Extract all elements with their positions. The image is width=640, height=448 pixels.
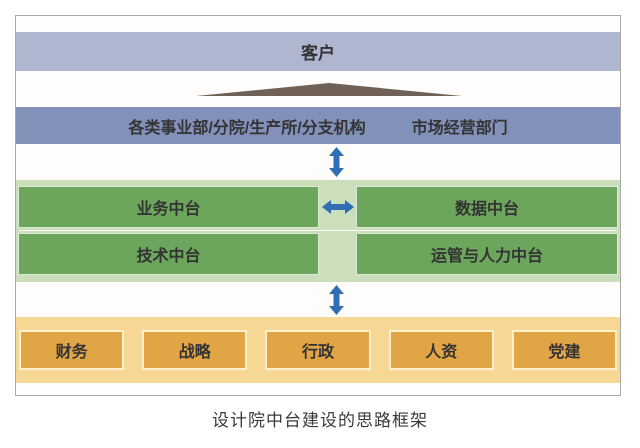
tech-platform-box: 技术中台	[19, 234, 318, 274]
vertical-double-arrow-icon	[328, 147, 344, 177]
top-white-band	[16, 16, 620, 32]
wide-triangle-icon	[196, 82, 462, 96]
admin-label: 行政	[302, 344, 335, 361]
business-platform-box: 业务中台	[19, 187, 318, 227]
vertical-double-arrow-icon	[328, 284, 344, 315]
platform-center-gap-2	[318, 234, 357, 274]
horizontal-double-arrow-icon	[321, 200, 354, 214]
business-platform-label: 业务中台	[136, 201, 201, 218]
strategy-box: 战略	[142, 330, 248, 370]
diagram-frame: 客户 各类事业部/分院/生产所/分支机构 市场经营部门 业务中台	[15, 15, 621, 396]
hr-label: 人资	[425, 344, 458, 361]
party-building-label: 党建	[548, 344, 581, 361]
customer-label: 客户	[301, 44, 335, 63]
platform-row-1: 业务中台 数据中台	[19, 187, 617, 227]
funnel-gap	[16, 71, 620, 107]
departments-bar: 各类事业部/分院/生产所/分支机构 市场经营部门	[16, 107, 620, 144]
admin-box: 行政	[265, 330, 371, 370]
platform-center-gap	[318, 187, 357, 227]
hr-box: 人资	[388, 330, 494, 370]
departments-left-label: 各类事业部/分院/生产所/分支机构	[128, 119, 366, 137]
connector-gap-top	[16, 144, 620, 180]
finance-label: 财务	[55, 344, 88, 361]
strategy-label: 战略	[178, 344, 211, 361]
diagram-caption: 设计院中台建设的思路框架	[212, 411, 428, 430]
connector-gap-bottom	[16, 282, 620, 317]
data-platform-label: 数据中台	[454, 201, 519, 218]
ops-hr-platform-box: 运管与人力中台	[357, 234, 617, 274]
data-platform-box: 数据中台	[357, 187, 617, 227]
finance-box: 财务	[19, 330, 125, 370]
support-panel: 财务 战略 行政 人资 党建	[16, 317, 620, 383]
tech-platform-label: 技术中台	[136, 248, 201, 265]
platform-panel: 业务中台 数据中台 技术中台 运管与人力中台	[16, 180, 620, 282]
party-building-box: 党建	[511, 330, 618, 370]
departments-right-label: 市场经营部门	[411, 119, 508, 137]
ops-hr-platform-label: 运管与人力中台	[430, 248, 543, 265]
customer-bar: 客户	[16, 32, 620, 71]
platform-row-separator	[19, 227, 617, 234]
platform-row-2: 技术中台 运管与人力中台	[19, 234, 617, 274]
